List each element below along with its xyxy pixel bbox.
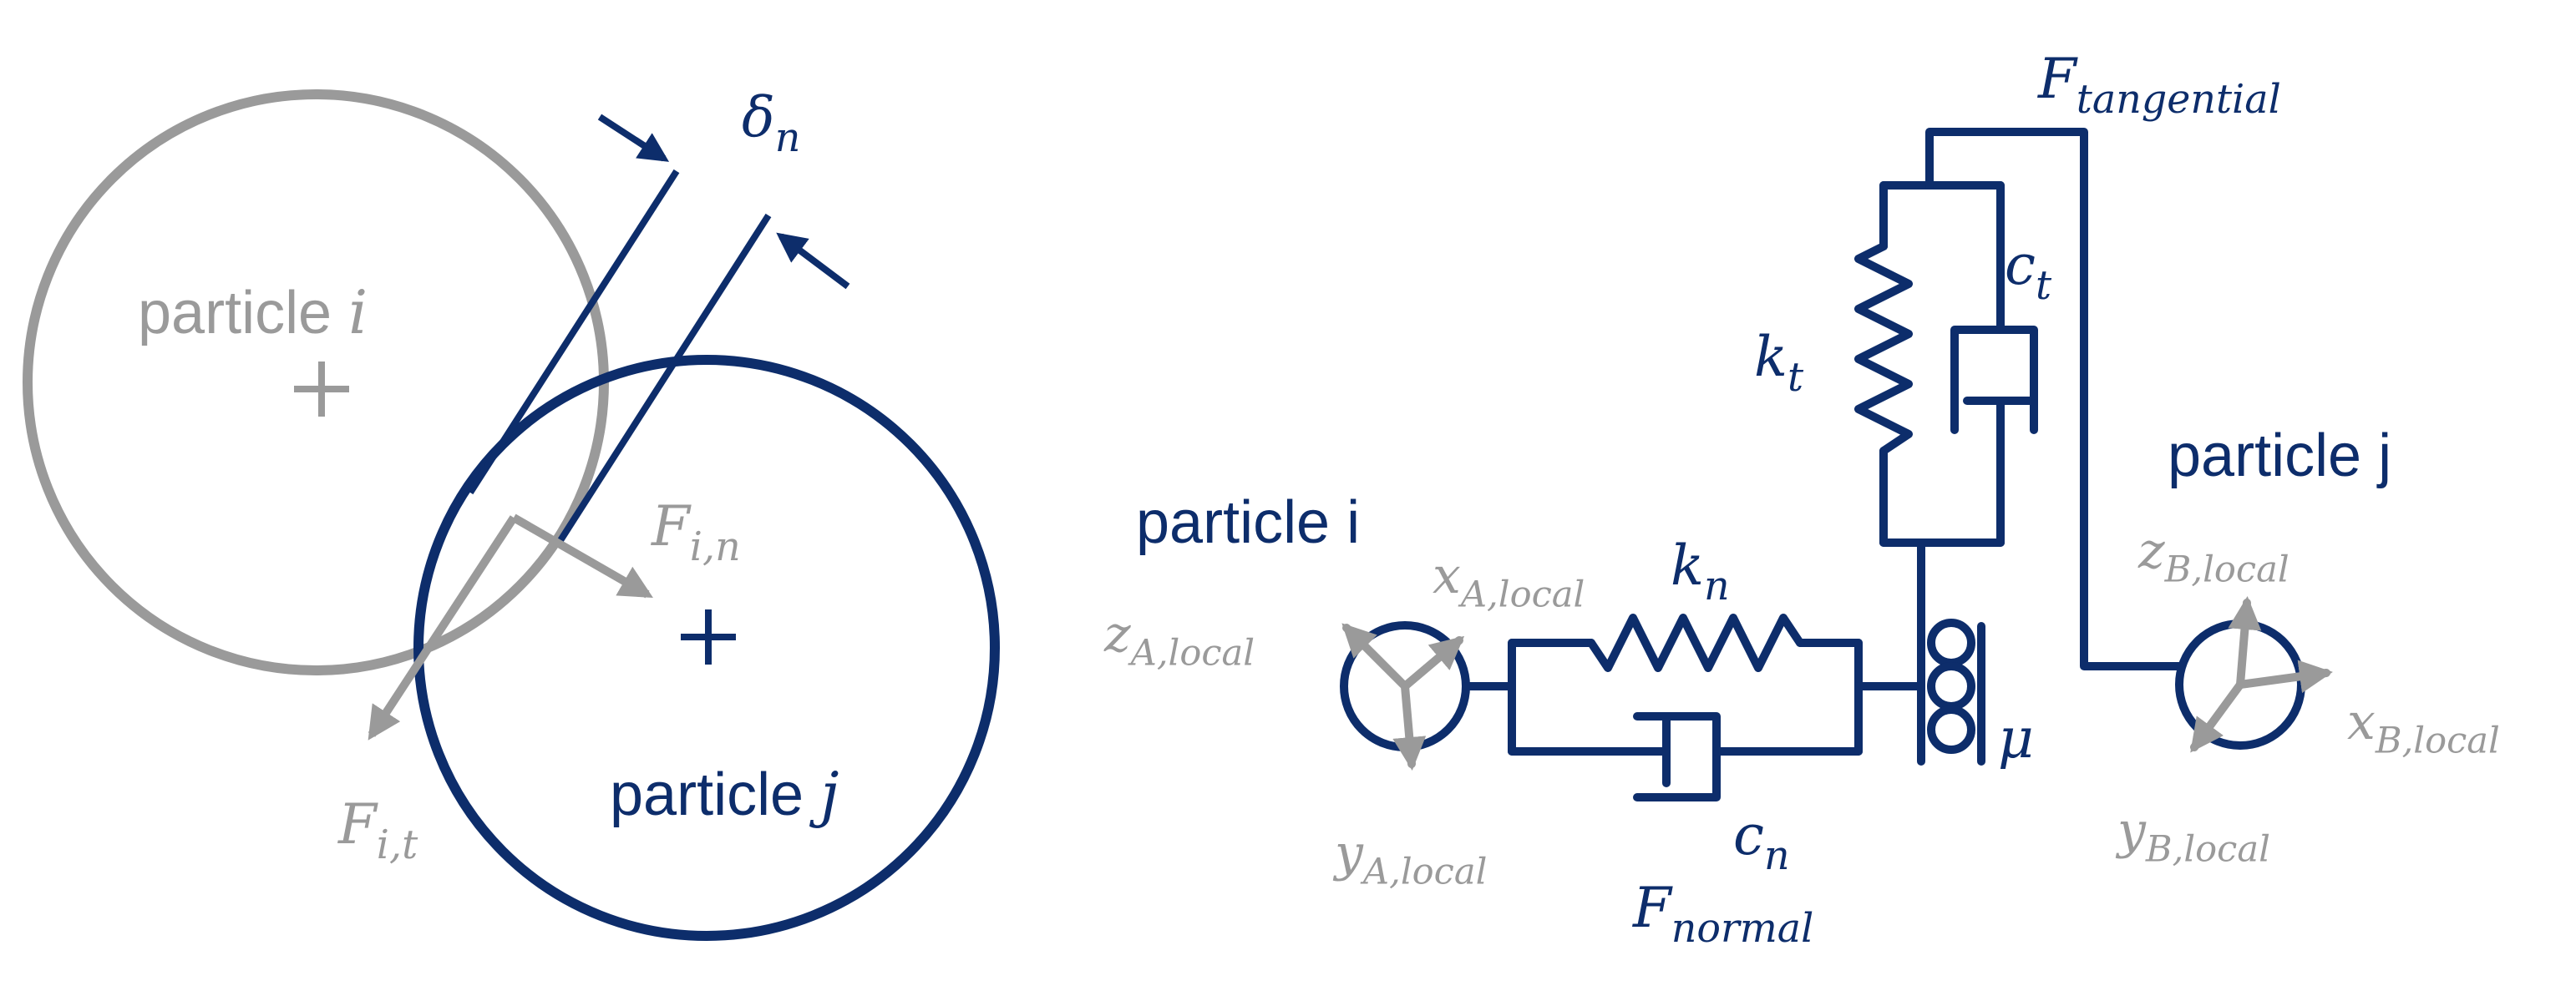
particle-j-node-label: particle j — [2168, 422, 2392, 489]
overlap-extension-line-2 — [555, 213, 772, 547]
normal-spring — [1587, 614, 1804, 672]
overlap-delta-label: δn — [742, 85, 801, 162]
particle-j-center-mark — [681, 609, 736, 665]
z-a-local-label: zA,local — [1104, 605, 1255, 675]
k-t-label: kt — [1754, 325, 1804, 402]
x-b-local-label: xB,local — [2347, 693, 2500, 762]
tangential-spring — [1854, 242, 1913, 455]
f-normal-label: Fnormal — [1633, 876, 1814, 953]
normal-force-arrow — [511, 513, 653, 599]
particle-i-center-mark — [294, 362, 349, 417]
c-n-label: cn — [1733, 803, 1790, 880]
particle-i-node-label: particle i — [1136, 489, 1361, 556]
overlap-arrow-1 — [597, 114, 670, 162]
tangential-damper-cylinder — [1950, 326, 2038, 434]
local-axes-a — [1341, 623, 1465, 771]
normal-damper-cylinder — [1633, 712, 1721, 801]
normal-force-label: Fi,n — [652, 494, 741, 571]
particle-j-circle — [413, 355, 1000, 941]
tangential-link — [1925, 128, 2184, 670]
particle-j-label: particle j — [610, 759, 839, 829]
friction-roller-2 — [1927, 662, 1975, 710]
left-contact-figure — [23, 89, 1000, 941]
mu-label: μ — [1998, 706, 2034, 771]
y-a-local-label: yA,local — [1335, 824, 1488, 893]
y-b-local-label: yB,local — [2117, 801, 2270, 871]
x-a-local-label: xA,local — [1433, 547, 1585, 616]
overlap-arrow-2 — [776, 232, 850, 290]
tangential-force-label: Fi,t — [338, 792, 418, 869]
particle-i-circle — [23, 89, 609, 675]
local-axes-b — [2190, 596, 2333, 753]
friction-roller-1 — [1927, 619, 1975, 667]
friction-roller-3 — [1927, 705, 1975, 754]
c-t-label: ct — [2005, 233, 2052, 310]
particle-i-label: particle i — [138, 277, 368, 347]
right-spring-damper-figure — [1340, 128, 2305, 801]
overlap-extension-line-1 — [467, 169, 680, 495]
tangential-force-arrow — [368, 515, 518, 741]
k-n-label: kn — [1671, 533, 1730, 610]
f-tangential-label: Ftangential — [2038, 47, 2281, 124]
z-b-local-label: zB,local — [2138, 522, 2289, 591]
